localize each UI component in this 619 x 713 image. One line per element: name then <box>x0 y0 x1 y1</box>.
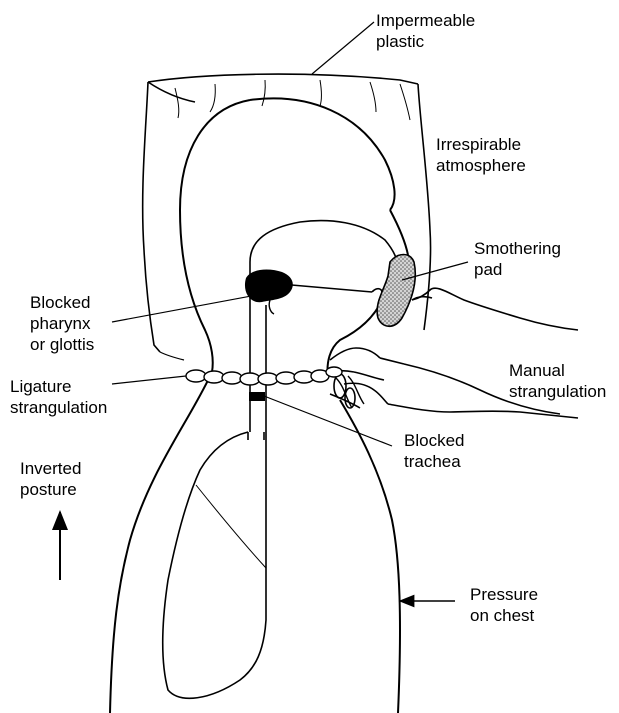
airway <box>248 221 396 440</box>
pharynx-blockage <box>245 270 293 314</box>
ligature-rope <box>186 367 364 408</box>
smothering-pad-shape <box>377 255 415 327</box>
trachea-blockage <box>249 392 265 401</box>
label-irrespirable-atmosphere: Irrespirable atmosphere <box>436 134 526 176</box>
label-blocked-pharynx: Blocked pharynx or glottis <box>30 292 94 355</box>
lung <box>163 432 266 698</box>
label-ligature-strangulation: Ligature strangulation <box>10 376 107 418</box>
label-manual-strangulation: Manual strangulation <box>509 360 606 402</box>
body-outline <box>110 98 408 713</box>
label-smothering-pad: Smothering pad <box>474 238 561 280</box>
label-inverted-posture: Inverted posture <box>20 458 81 500</box>
label-impermeable-plastic: Impermeable plastic <box>376 10 475 52</box>
label-blocked-trachea: Blocked trachea <box>404 430 464 472</box>
smothering-hand <box>412 288 578 330</box>
label-pressure-on-chest: Pressure on chest <box>470 584 538 626</box>
